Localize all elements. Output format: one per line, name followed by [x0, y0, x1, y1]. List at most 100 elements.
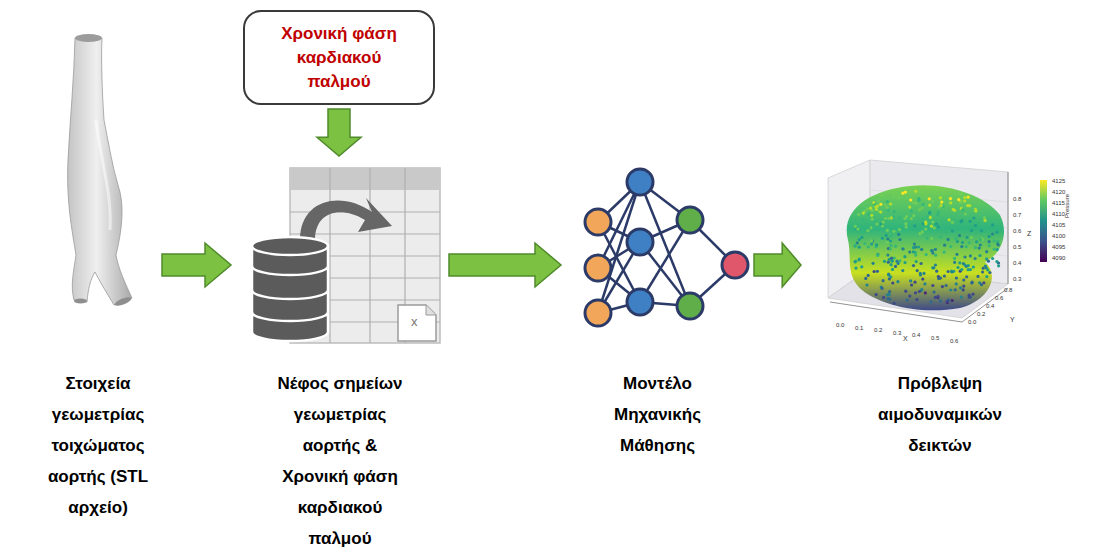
colorbar-tick: 4120 [1052, 189, 1065, 195]
axis-tick: 0.8 [1004, 287, 1012, 293]
scatter-point [894, 245, 897, 248]
scatter-point [886, 200, 889, 203]
scatter-point [854, 225, 857, 228]
scatter-point [931, 252, 934, 255]
flow-arrow [754, 243, 801, 287]
axis-tick: 0.6 [950, 338, 958, 344]
scatter-point [853, 244, 856, 247]
scatter-point [889, 202, 892, 205]
axis-tick: 0.3 [893, 330, 901, 336]
scatter-point [963, 196, 966, 199]
scatter-point [915, 298, 918, 301]
scatter-point [987, 260, 990, 263]
scatter-point [925, 237, 928, 240]
scatter-point [889, 244, 892, 247]
scatter-point [897, 233, 900, 236]
scatter-point [921, 203, 924, 206]
axis-tick: 0.5 [931, 335, 939, 341]
scatter-point [917, 245, 920, 248]
colorbar-tick: 4115 [1052, 200, 1065, 206]
scatter-point [953, 261, 956, 264]
point-cloud-data: Νέφος σημείων γεωμετρίας αορτής & Χρονικ… [235, 160, 445, 545]
scatter-point [980, 229, 983, 232]
scatter-point [982, 281, 985, 284]
scatter-point [898, 259, 901, 262]
scatter-point [854, 244, 857, 247]
scatter-point [961, 208, 964, 211]
scatter-point [860, 265, 863, 268]
axis-name: X [903, 335, 908, 342]
scatter-point [928, 212, 931, 215]
scatter-point [988, 244, 991, 247]
scatter-point [957, 198, 960, 201]
scatter-point [945, 284, 948, 287]
scatter-point [914, 189, 917, 192]
scatter-point [888, 290, 891, 293]
scatter-point [946, 300, 949, 303]
scatter-point [924, 228, 927, 231]
scatter-point [969, 268, 972, 271]
scatter-point [893, 210, 896, 213]
scatter-point [988, 271, 991, 274]
scatter-point [966, 204, 969, 207]
scatter-point [924, 291, 927, 294]
scatter-point [983, 219, 986, 222]
scatter-point [970, 282, 973, 285]
scatter-point [995, 231, 998, 234]
scatter-point [993, 248, 996, 251]
scatter-point [908, 206, 911, 209]
scatter-point [929, 216, 932, 219]
scatter-point [988, 235, 991, 238]
scatter-point [965, 275, 968, 278]
scatter-point [880, 194, 883, 197]
scatter-point [918, 208, 921, 211]
scatter-point [904, 222, 907, 225]
scatter-point [926, 215, 929, 218]
scatter-point [970, 229, 973, 232]
scatter-point [886, 293, 889, 296]
scatter-point [960, 193, 963, 196]
scatter-point [879, 203, 882, 206]
network-neuron [585, 300, 611, 326]
spreadsheet-mark: x [411, 315, 418, 328]
scatter-point [917, 199, 920, 202]
neural-network-icon [585, 169, 748, 326]
axis-name: Z [1027, 230, 1031, 237]
scatter-point [943, 244, 946, 247]
scatter-point [890, 235, 893, 238]
axis-tick: 0.7 [1013, 212, 1021, 218]
scatter-point [903, 261, 906, 264]
scatter-point [991, 232, 994, 235]
axis-tick: 0.4 [1013, 260, 1021, 266]
network-neuron [722, 252, 748, 278]
scatter-point [891, 191, 894, 194]
scatter-point [930, 225, 933, 228]
scatter-point [908, 251, 911, 254]
scatter-point [910, 283, 913, 286]
scatter-point [875, 208, 878, 211]
scatter-point [934, 248, 937, 251]
scatter-point [890, 263, 893, 266]
axis-tick: 0.3 [1013, 276, 1021, 282]
axis-tick: 0.2 [874, 327, 882, 333]
network-neuron [585, 209, 611, 235]
scatter-point [905, 225, 908, 228]
scatter-point [886, 240, 889, 243]
input-geometry: Στοιχεία γεωμετρίας τοιχώματος αορτής (S… [38, 25, 158, 545]
colorbar-tick: 4110 [1052, 211, 1065, 217]
scatter-point [875, 243, 878, 246]
scatter-point [893, 302, 896, 305]
scatter-point [947, 270, 950, 273]
scatter-point [903, 255, 906, 258]
spreadsheet-icon [252, 168, 440, 343]
scatter-point [901, 247, 904, 250]
scatter-point [912, 250, 915, 253]
scatter-point [950, 270, 953, 273]
scatter-point [965, 236, 968, 239]
colorbar-tick: 4100 [1052, 233, 1065, 239]
scatter-point [939, 196, 942, 199]
scatter-point [979, 238, 982, 241]
scatter-point [883, 260, 886, 263]
scatter-point [887, 273, 890, 276]
scatter-point [975, 240, 978, 243]
